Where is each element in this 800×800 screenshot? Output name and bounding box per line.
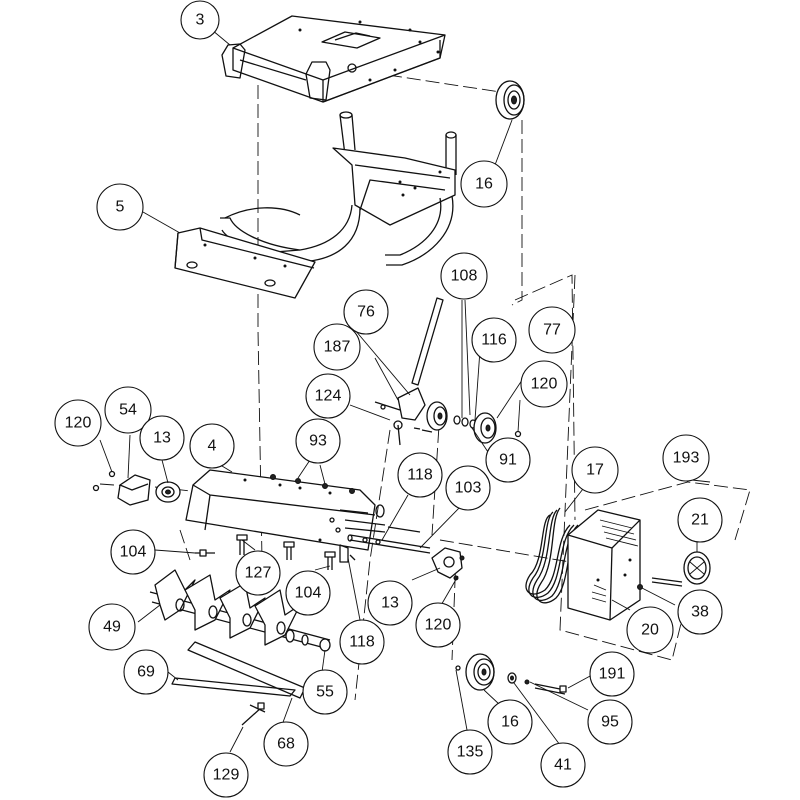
- callout-38: 38: [677, 589, 723, 635]
- callout-21: 21: [677, 497, 723, 543]
- callout-135: 135: [447, 729, 493, 775]
- callout-20: 20: [626, 606, 674, 654]
- callout-label: 4: [208, 438, 217, 455]
- part-5-handle-frame: [174, 111, 457, 299]
- callout-label: 104: [120, 544, 147, 561]
- callout-label: 120: [531, 376, 558, 393]
- callout-55: 55: [302, 669, 348, 715]
- callout-120: 120: [54, 399, 102, 447]
- callout-label: 191: [599, 666, 626, 683]
- part-4-main-housing: [185, 469, 386, 551]
- callout-label: 118: [407, 467, 433, 484]
- callout-label: 77: [543, 322, 561, 339]
- callout-16: 16: [460, 160, 508, 208]
- callout-49: 49: [88, 603, 136, 651]
- callout-label: 41: [554, 757, 572, 774]
- callout-label: 21: [691, 512, 709, 529]
- callout-41: 41: [540, 742, 586, 788]
- callout-129: 129: [203, 752, 249, 798]
- callout-label: 76: [357, 304, 375, 321]
- part-21-decal: [651, 551, 711, 587]
- callout-label: 193: [673, 450, 700, 467]
- callout-91: 91: [485, 437, 531, 483]
- callout-93: 93: [295, 418, 341, 464]
- callout-76: 76: [343, 289, 389, 335]
- callout-54: 54: [104, 386, 152, 434]
- callout-label: 187: [324, 339, 351, 356]
- callout-103: 103: [445, 465, 491, 511]
- callout-label: 55: [316, 684, 334, 701]
- callout-label: 54: [119, 402, 137, 419]
- callout-label: 120: [65, 415, 92, 432]
- part-68-guard-plate: [171, 641, 306, 726]
- part-54-bearing-block: [92, 470, 181, 506]
- callout-label: 69: [137, 664, 155, 681]
- callout-label: 13: [153, 430, 171, 447]
- part-16-lower-pulley: [455, 653, 567, 695]
- callout-label: 129: [213, 767, 240, 784]
- callout-124: 124: [305, 373, 351, 419]
- callout-label: 20: [641, 622, 659, 639]
- callout-label: 135: [457, 744, 484, 761]
- part-16-upper-pulley: [495, 80, 525, 120]
- callout-label: 5: [116, 199, 125, 216]
- callout-193: 193: [662, 434, 710, 482]
- callout-label: 49: [103, 619, 121, 636]
- part-20-belt-cover: [567, 509, 643, 621]
- callout-label: 103: [455, 480, 482, 497]
- callout-69: 69: [123, 649, 169, 695]
- callout-label: 120: [425, 617, 452, 634]
- part-76-lever-assembly: [374, 297, 444, 446]
- callout-120: 120: [520, 360, 568, 408]
- part-104-bolts: [195, 534, 356, 570]
- callout-label: 38: [691, 604, 709, 621]
- callout-label: 104: [295, 585, 322, 602]
- callout-68: 68: [263, 721, 309, 767]
- callout-label: 91: [499, 452, 517, 469]
- callout-label: 68: [277, 736, 295, 753]
- callout-120: 120: [415, 602, 461, 648]
- callout-13: 13: [139, 415, 185, 461]
- callout-label: 108: [451, 268, 478, 285]
- callout-label: 16: [475, 176, 493, 193]
- part-17-belt: [525, 507, 582, 604]
- callout-187: 187: [313, 323, 361, 371]
- callout-104: 104: [110, 529, 156, 575]
- callout-118: 118: [397, 452, 443, 498]
- callout-77: 77: [528, 306, 576, 354]
- callout-leaders: [99, 29, 711, 753]
- callout-label: 17: [586, 462, 604, 479]
- callout-label: 124: [315, 388, 342, 405]
- callout-label: 3: [196, 12, 205, 29]
- callout-127: 127: [235, 550, 281, 596]
- callout-16: 16: [487, 699, 533, 745]
- callout-label: 116: [481, 332, 507, 349]
- callout-191: 191: [589, 651, 635, 697]
- callout-label: 93: [309, 433, 327, 450]
- callout-label: 127: [245, 565, 272, 582]
- part-3-top-housing: [221, 15, 446, 103]
- callout-3: 3: [180, 0, 220, 40]
- part-77-idler-pulleys: [413, 401, 522, 444]
- part-49-tine-reel: [149, 569, 331, 652]
- callout-104: 104: [285, 570, 331, 616]
- callout-13: 13: [367, 580, 413, 626]
- callout-label: 95: [601, 714, 619, 731]
- callout-label: 118: [349, 634, 375, 651]
- callout-95: 95: [587, 699, 633, 745]
- part-103-shaft-assembly: [329, 517, 465, 581]
- callout-5: 5: [96, 183, 144, 231]
- callout-label: 13: [381, 595, 399, 612]
- callout-118: 118: [339, 619, 385, 665]
- callout-17: 17: [571, 446, 619, 494]
- callout-label: 16: [501, 714, 519, 731]
- callout-4: 4: [189, 423, 235, 469]
- callout-116: 116: [471, 317, 517, 363]
- callout-group: 3 16 5 108 76 77 187 116 120 124 120 54 …: [54, 0, 723, 798]
- callout-108: 108: [440, 252, 488, 300]
